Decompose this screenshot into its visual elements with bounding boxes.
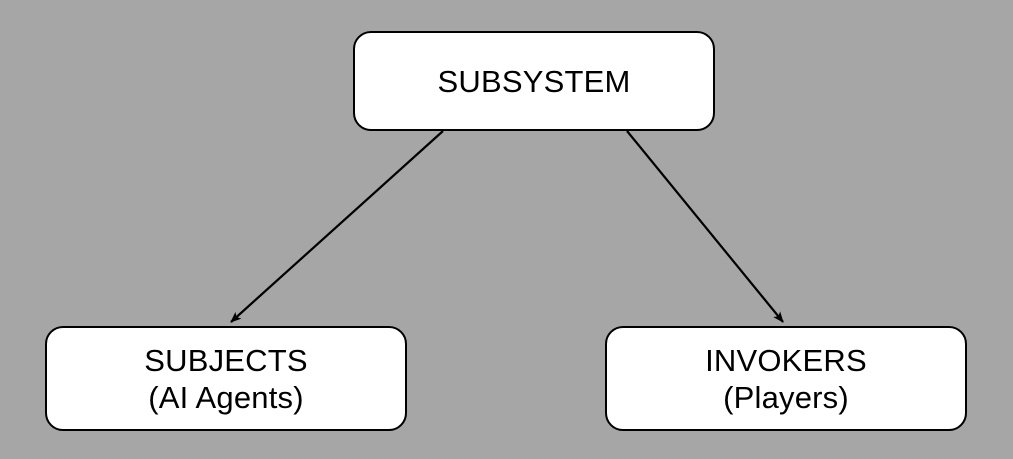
node-invokers-label-line2: (Players) <box>723 379 849 415</box>
node-subsystem-label-line1: SUBSYSTEM <box>437 63 631 99</box>
node-invokers-label-line1: INVOKERS <box>705 342 867 378</box>
edge-subsystem-to-invokers <box>626 130 784 323</box>
node-subjects-label-line1: SUBJECTS <box>144 342 308 378</box>
node-invokers[interactable]: INVOKERS (Players) <box>605 326 967 431</box>
node-subjects[interactable]: SUBJECTS (AI Agents) <box>45 326 407 431</box>
edge-subsystem-to-subjects <box>230 130 444 323</box>
node-subsystem[interactable]: SUBSYSTEM <box>353 31 715 131</box>
node-subjects-label-line2: (AI Agents) <box>148 379 304 415</box>
